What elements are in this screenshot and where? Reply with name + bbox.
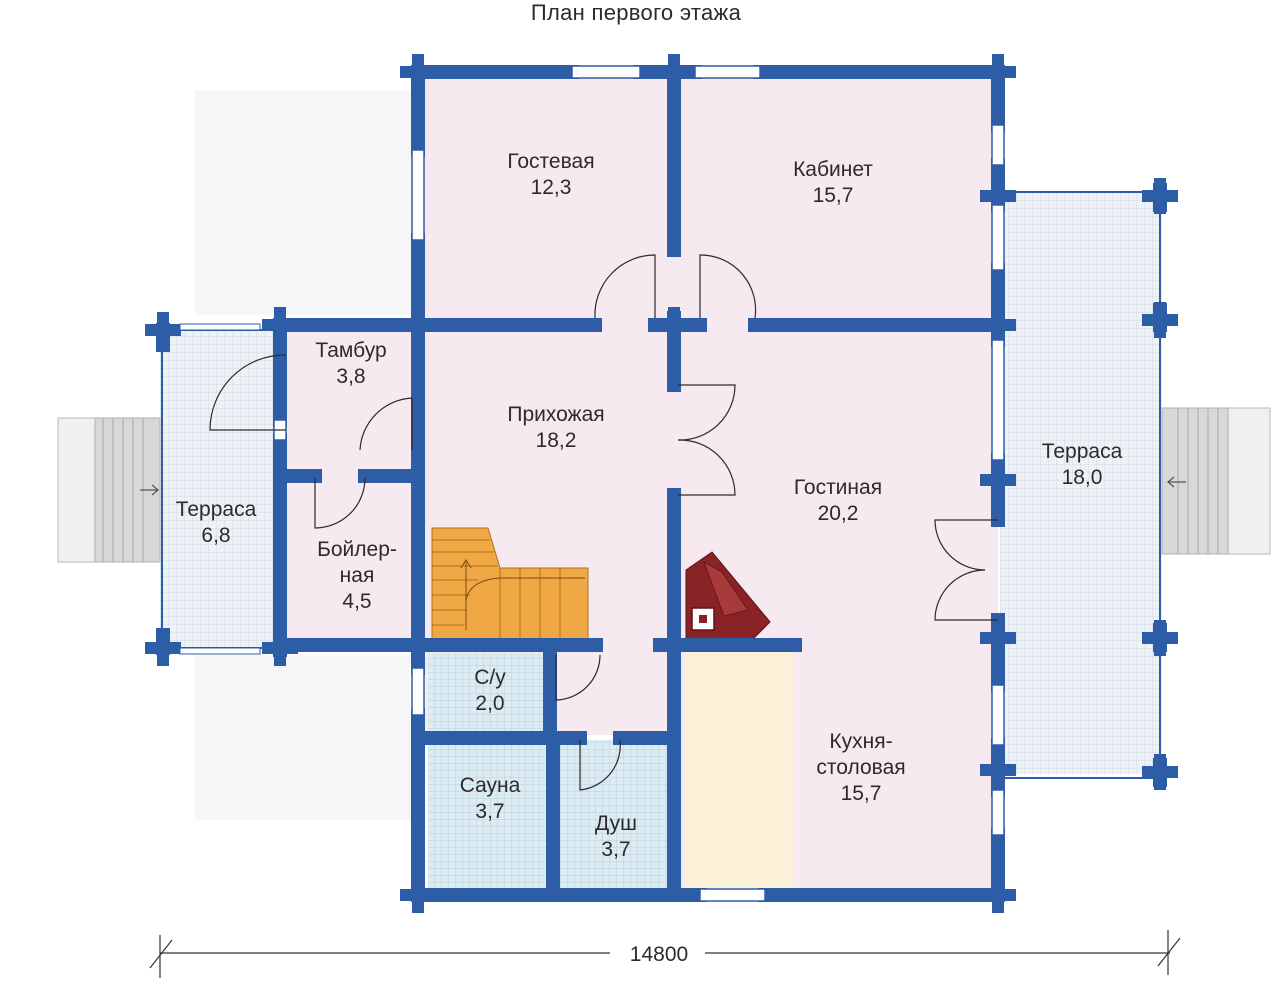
room-area-terrasa-right: 18,0	[1062, 466, 1103, 489]
room-label-kuhnya-1: Кухня-	[829, 730, 892, 753]
plan-title: План первого этажа	[530, 0, 742, 25]
background-block	[195, 90, 415, 315]
room-label-su: С/у	[474, 666, 506, 689]
room-label-sauna: Сауна	[460, 774, 521, 797]
room-boilernaya-floor	[282, 473, 420, 648]
dimension-line	[149, 930, 1181, 978]
room-label-terrasa-left: Терраса	[176, 498, 257, 521]
windows	[179, 65, 1005, 902]
room-area-su: 2,0	[475, 692, 504, 715]
room-label-gostevaya: Гостевая	[507, 150, 594, 173]
room-tambur-floor	[282, 325, 420, 473]
room-area-gostinaya: 20,2	[818, 502, 859, 525]
room-sauna-floor	[428, 740, 553, 895]
room-area-kuhnya: 15,7	[841, 782, 882, 805]
fireplace-stove	[685, 551, 771, 641]
staircase	[431, 527, 589, 641]
room-label-terrasa-right: Терраса	[1042, 440, 1123, 463]
left-steps	[57, 417, 161, 563]
room-label-kabinet: Кабинет	[793, 158, 873, 181]
background-block	[195, 655, 410, 820]
room-area-tambur: 3,8	[336, 365, 365, 388]
room-label-dush: Душ	[595, 812, 637, 835]
room-label-kuhnya-2: столовая	[816, 756, 905, 779]
room-area-sauna: 3,7	[475, 800, 504, 823]
room-area-boilernaya: 4,5	[342, 590, 371, 613]
room-area-prihozhaya: 18,2	[536, 429, 577, 452]
room-dush-floor	[556, 740, 671, 895]
room-area-gostevaya: 12,3	[531, 176, 572, 199]
room-area-terrasa-left: 6,8	[201, 524, 230, 547]
room-gostevaya-floor	[420, 70, 678, 325]
room-area-dush: 3,7	[601, 838, 630, 861]
room-label-boilernaya-2: ная	[340, 564, 375, 587]
room-area-kabinet: 15,7	[813, 184, 854, 207]
room-su-floor	[428, 653, 550, 735]
right-steps	[1161, 407, 1271, 555]
room-label-boilernaya-1: Бойлер-	[317, 538, 397, 561]
room-label-tambur: Тамбур	[315, 339, 386, 362]
room-label-gostinaya: Гостиная	[794, 476, 882, 499]
kitchen-counter	[685, 648, 793, 888]
room-kabinet-floor	[678, 70, 998, 325]
room-label-prihozhaya: Прихожая	[507, 403, 604, 426]
dimension-value: 14800	[630, 943, 688, 966]
doors	[209, 254, 998, 791]
